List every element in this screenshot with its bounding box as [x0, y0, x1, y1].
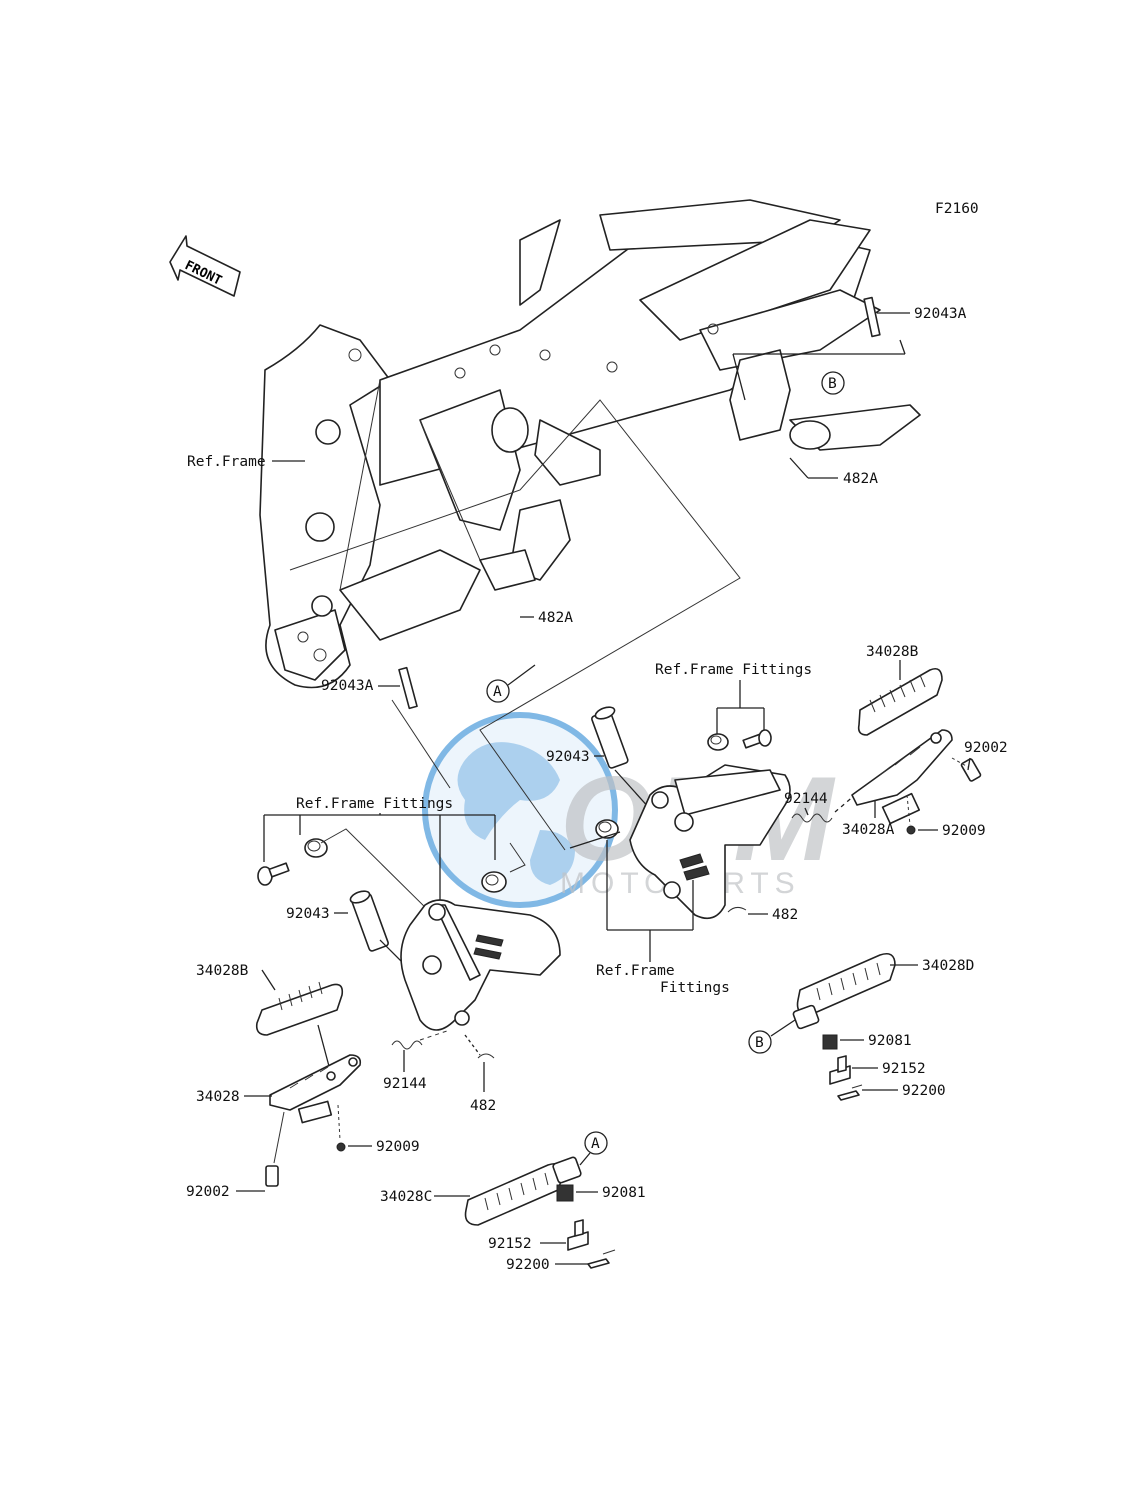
label-482-left: 482	[470, 1098, 496, 1114]
callout-b-top	[821, 371, 845, 395]
diagram-code: F2160	[935, 201, 979, 217]
label-92043-right: 92043	[546, 749, 590, 765]
pin-92200-bottom	[587, 1249, 616, 1269]
callout-a-bottom-label: A	[591, 1136, 600, 1152]
label-34028: 34028	[196, 1089, 240, 1105]
callout-b-top-label: B	[828, 376, 837, 392]
bolt-92009-left	[336, 1104, 346, 1152]
label-92043a-top: 92043A	[914, 306, 967, 322]
clip-482-left	[477, 1053, 495, 1059]
bolt-92002-right	[951, 757, 982, 782]
pin-92043-right	[591, 706, 629, 769]
label-34028b-right: 34028B	[866, 644, 919, 660]
bolt-left	[257, 862, 290, 886]
spring-92081-right	[822, 1034, 838, 1050]
callout-b-bottom-label: B	[755, 1035, 764, 1051]
footrest-rubber-34028b-left	[255, 981, 344, 1036]
label-ref-frame-bottom-2: Fittings	[660, 980, 730, 996]
spring-92144-right	[791, 813, 833, 823]
footrest-rubber-34028b-right	[857, 667, 943, 736]
label-34028d: 34028D	[922, 958, 974, 974]
bolt-92009-right	[906, 794, 916, 835]
label-34028c: 34028C	[380, 1189, 432, 1205]
label-482-right: 482	[772, 907, 798, 923]
plate-92152-right	[829, 1055, 851, 1085]
footrest-34028d	[792, 952, 896, 1030]
label-92043-left: 92043	[286, 906, 330, 922]
label-92043a-left: 92043A	[321, 678, 374, 694]
label-92200-right: 92200	[902, 1083, 946, 1099]
bushing-left-1	[304, 838, 328, 858]
label-34028a: 34028A	[842, 822, 895, 838]
bracket-left	[400, 899, 561, 1031]
label-ref-frame-fittings-right: Ref.Frame Fittings	[655, 662, 812, 678]
label-92152-right: 92152	[882, 1061, 926, 1077]
clip-482-right	[727, 906, 747, 913]
label-92009-left: 92009	[376, 1139, 420, 1155]
label-92200-bottom: 92200	[506, 1257, 550, 1273]
pin-92043a-top	[863, 296, 881, 338]
label-92081-right: 92081	[868, 1033, 912, 1049]
label-482a-mid: 482A	[538, 610, 573, 626]
callout-a-mid-label: A	[493, 684, 502, 700]
footrest-holder-34028	[269, 1054, 362, 1124]
bracket-right	[629, 764, 791, 920]
label-92152-bottom: 92152	[488, 1236, 532, 1252]
spring-92081-bottom	[556, 1184, 574, 1202]
footrest-holder-34028a	[851, 729, 953, 825]
pin-92043-left	[349, 890, 389, 952]
pin-92043a-left	[398, 666, 418, 710]
label-92144-left: 92144	[383, 1076, 427, 1092]
label-ref-frame: Ref.Frame	[187, 454, 266, 470]
label-92081-bottom: 92081	[602, 1185, 646, 1201]
label-92002-left: 92002	[186, 1184, 230, 1200]
main-frame	[259, 199, 921, 689]
callout-a-mid	[486, 679, 510, 703]
label-92009-right: 92009	[942, 823, 986, 839]
plate-92152-bottom	[567, 1219, 589, 1251]
callout-a-bottom	[584, 1131, 608, 1155]
front-arrow-icon: FRONT	[169, 235, 241, 297]
label-92002-right: 92002	[964, 740, 1008, 756]
bolt-92002-left	[265, 1111, 285, 1187]
label-482a-top: 482A	[843, 471, 878, 487]
label-34028b-left: 34028B	[196, 963, 249, 979]
bushing-right-lower	[595, 819, 619, 839]
bolt-right	[742, 729, 772, 749]
bushing-right	[707, 733, 729, 751]
watermark-globe	[422, 712, 618, 908]
label-ref-frame-bottom-1: Ref.Frame	[596, 963, 675, 979]
callout-b-bottom	[748, 1030, 772, 1054]
label-92144-right: 92144	[784, 791, 828, 807]
bushing-left-2	[481, 871, 507, 893]
label-ref-frame-fittings-left: Ref.Frame Fittings	[296, 796, 453, 812]
spring-92144-left	[391, 1029, 451, 1050]
pin-92200-right	[837, 1084, 863, 1101]
